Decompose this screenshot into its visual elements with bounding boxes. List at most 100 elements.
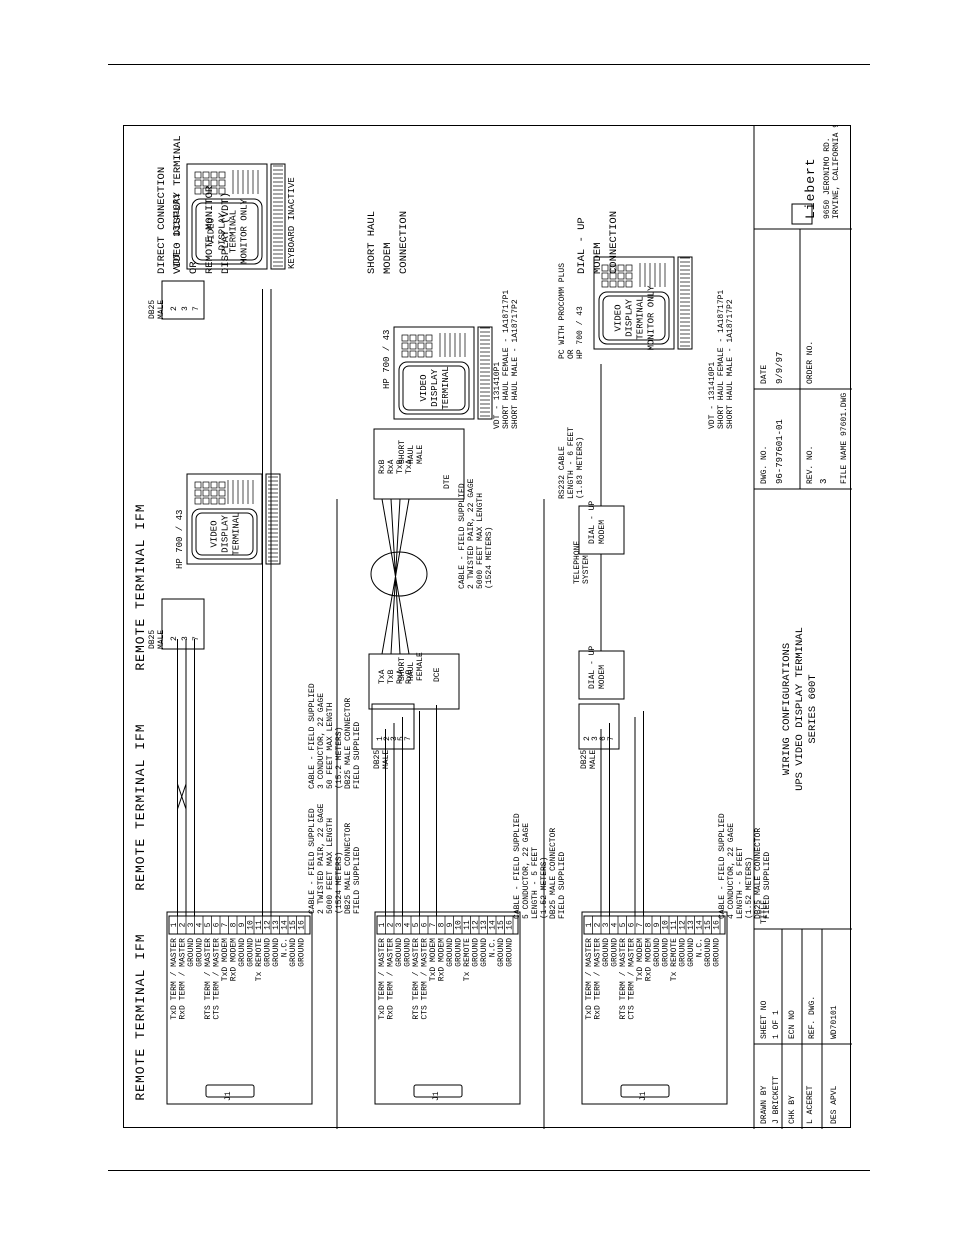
direct-cable2-note: 2 TWISTED PAIR, 22 GAGE: [317, 803, 326, 914]
direct-pin-number: 9: [238, 922, 247, 927]
short-dte-signal: TxA: [405, 459, 414, 474]
direct-db25-pin: 3: [181, 636, 190, 641]
short-pin-number: 13: [480, 920, 489, 930]
short-cable5-note: DB25 MALE CONNECTOR: [549, 828, 558, 919]
dial-vdt-button: [609, 264, 617, 272]
direct-db25-label: DB25: [148, 630, 157, 649]
dial-j1-connector: [620, 1084, 670, 1098]
tb-title-label: TITLE: [760, 900, 769, 924]
tb-ref-label: REF. DWG.: [808, 996, 817, 1039]
dial-parts: SHORT HAUL FEMALE - 1A18717P1: [717, 290, 726, 429]
short-pin-number: 10: [455, 920, 464, 930]
short-db25-label: MALE: [382, 750, 391, 769]
direct-monitor-button: [194, 187, 202, 195]
liebert-address: 9650 JERONIMO RD.: [823, 137, 832, 219]
short-vdt-button: [401, 350, 409, 358]
short-dce-signal: TxA: [378, 669, 387, 684]
short-pin-number: 3: [395, 922, 404, 927]
short-title: SHORT HAUL: [366, 211, 378, 274]
direct-pin-label: GROUND: [187, 938, 196, 967]
direct-ifm-box: [166, 911, 313, 1105]
direct-pin-label: GROUND: [238, 938, 247, 967]
frame-label: REMOTE TERMINAL IFM: [133, 503, 148, 670]
short-pin-number: 11: [463, 920, 472, 930]
short-j1-connector: [413, 1084, 463, 1098]
footer-rule: [108, 1170, 870, 1171]
tb-file: FILE NAME 97601.DWG: [840, 393, 849, 484]
dial-pin-number: 14: [696, 920, 705, 930]
short-twisted-pair: [381, 498, 410, 655]
short-hp-label: HP 700 / 43: [382, 330, 392, 389]
short-db25-pin: 5: [397, 736, 406, 741]
short-pin-number: 16: [506, 920, 515, 930]
short-pin-label: TxD MODEM: [429, 938, 438, 981]
dial-cable4-note: CABLE - FIELD SUPPLIED: [718, 813, 727, 919]
direct-pin-number: 8: [230, 922, 239, 927]
short-pin-label: GROUND: [472, 938, 481, 967]
direct-pin-number: 16: [298, 920, 307, 930]
dial-db25-box: [578, 703, 620, 750]
dial-title: CONNECTION: [608, 211, 620, 274]
short-male-label: HAUL: [407, 445, 416, 464]
direct-monitor-screen-text: TERMINAL: [229, 210, 239, 253]
direct-db25-box: [161, 598, 205, 650]
tb-date: 9/9/97: [775, 352, 785, 384]
dial-cable4-note: FIELD SUPPLIED: [763, 852, 772, 919]
direct-vdt-monitor: [186, 473, 263, 565]
short-dte-label: DTE: [443, 474, 452, 489]
tb-drawn-by-label: DRAWN BY: [760, 1085, 769, 1124]
dial-vdt-button: [617, 264, 625, 272]
direct-pin-number: 14: [281, 920, 290, 930]
short-vdt-screen-text: VIDEO: [419, 374, 429, 401]
short-pin-label: TxD TERM / MASTER: [378, 938, 387, 1020]
direct-cable2-note: FIELD SUPPLIED: [353, 847, 362, 914]
tb-drawn-by: J BRICKETT: [772, 1076, 781, 1124]
short-j1-label: J1: [432, 1091, 441, 1101]
dial-vdt-button: [609, 280, 617, 288]
dial-pin-number: 8: [645, 922, 654, 927]
dial-vdt-screen-text: DISPLAY: [625, 299, 635, 337]
dial-pin-number: 15: [704, 920, 713, 930]
short-vdt-button: [425, 350, 433, 358]
dial-vdt-keyboard: [677, 256, 693, 350]
short-cable5-note: LENGTH - 5 FEET: [531, 847, 540, 919]
short-pin-number: 15: [497, 920, 506, 930]
short-cable5-note: (1.52 METERS): [540, 857, 549, 919]
tb-dwg: 96-797601-01: [775, 419, 785, 484]
dial-ifm-box: [581, 911, 728, 1105]
dial-pin-number: 9: [653, 922, 662, 927]
direct-j1-connector: [205, 1084, 255, 1098]
dial-pin-number: 7: [636, 922, 645, 927]
direct-pin-number: 3: [187, 922, 196, 927]
short-db25-label: DB25: [373, 750, 382, 769]
short-db25-pin: 7: [404, 736, 413, 741]
short-female-label: FEMALE: [416, 652, 425, 681]
short-dce-signal: TxB: [387, 669, 396, 684]
dial-pin-label: GROUND: [704, 938, 713, 967]
dial-pin-number: 6: [628, 922, 637, 927]
dial-pin-strip: [583, 915, 726, 935]
direct-pin-label: GROUND: [247, 938, 256, 967]
dial-parts: SHORT HAUL MALE - 1A18717P2: [726, 299, 735, 429]
dial-title: MODEM: [592, 242, 604, 274]
dial-vdt-screen-text: VIDEO: [614, 304, 624, 331]
direct-monitor-keyboard: [270, 163, 286, 270]
direct-title: DIRECT CONNECTION: [156, 167, 168, 274]
short-female-label: HAUL: [407, 662, 416, 681]
short-cable5-note: CABLE - FIELD SUPPLIED: [513, 813, 522, 919]
direct-vdt-button: [210, 481, 218, 489]
short-pin-number: 6: [421, 922, 430, 927]
short-vdt-keyboard: [477, 326, 493, 420]
dial-vdt-monitor: [593, 256, 675, 350]
short-pin-label: GROUND: [395, 938, 404, 967]
dial-pin-label: GROUND: [611, 938, 620, 967]
dial-db25-pin: 7: [607, 736, 616, 741]
short-dce-signal: RxB: [405, 669, 414, 684]
dial-pin-label: GROUND: [653, 938, 662, 967]
direct-monitor-screen-text: DISPLAY: [218, 212, 228, 250]
direct-pin-number: 5: [204, 922, 213, 927]
direct-monitor-screen-text: VIDEO: [207, 218, 217, 245]
dial-db25-pin: 2: [583, 736, 592, 741]
short-twisted-note: 5000 FEET MAX LENGTH: [476, 493, 485, 589]
dial-db25-label: MALE: [589, 750, 598, 769]
